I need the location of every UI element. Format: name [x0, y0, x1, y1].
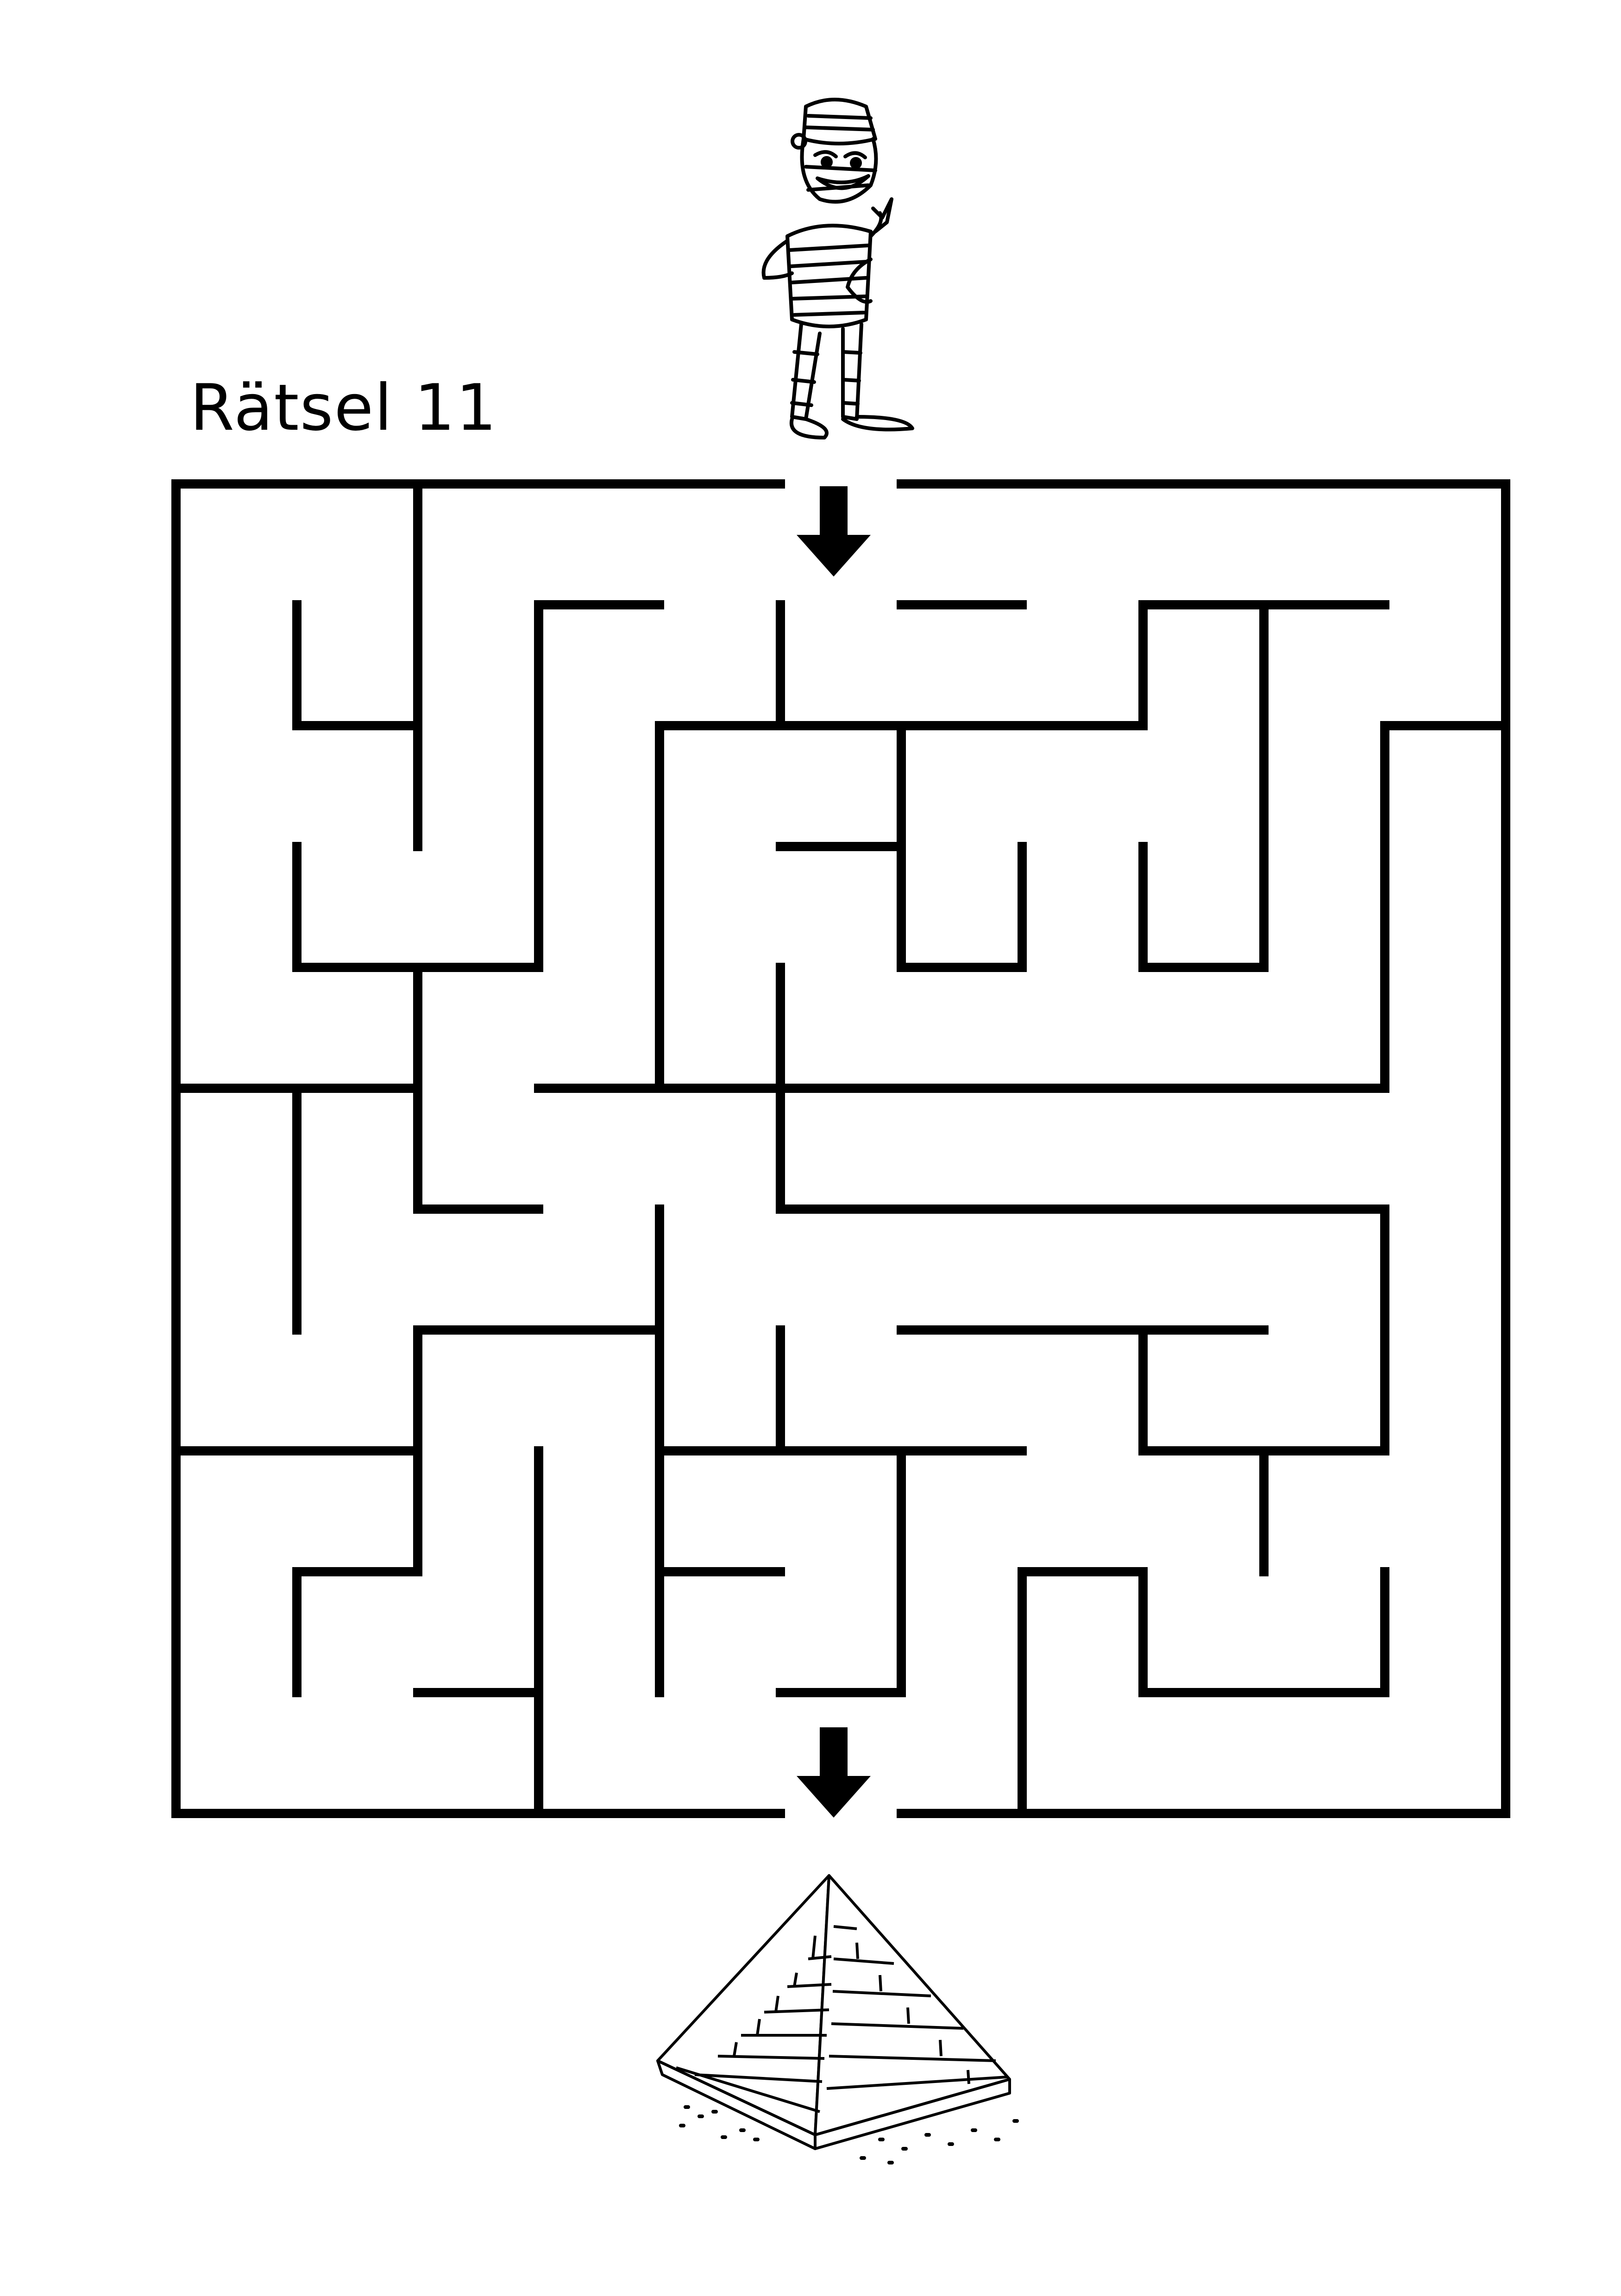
mummy-illustration — [761, 98, 914, 439]
puzzle-title: Rätsel 11 — [190, 370, 498, 445]
maze-walls — [171, 479, 1510, 1818]
pyramid-illustration — [656, 1874, 1019, 2164]
exit-arrow-icon — [797, 1727, 871, 1818]
entry-arrow-icon — [797, 486, 871, 577]
